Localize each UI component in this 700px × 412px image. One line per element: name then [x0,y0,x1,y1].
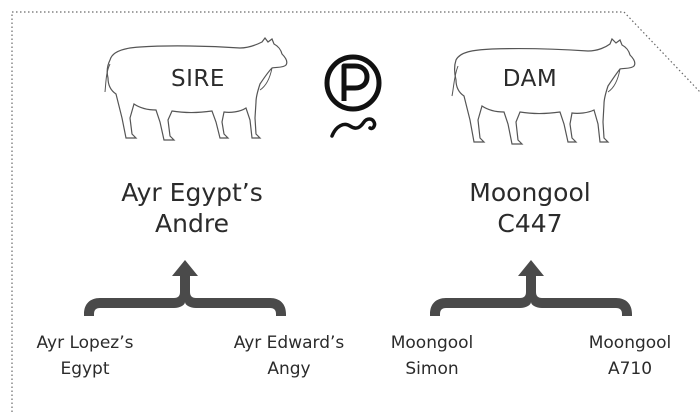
sire-parents-brace [84,260,286,316]
dam-name: Moongool C447 [430,177,630,239]
dam-name-line2: C447 [497,209,563,238]
dam-parent-2-line2: A710 [607,359,653,379]
sire-parent-2: Ayr Edward’s Angy [224,330,354,382]
dam-parent-1: Moongool Simon [372,330,492,382]
sire-parent-1-line1: Ayr Lopez’s [36,333,134,353]
sire-name: Ayr Egypt’s Andre [92,177,292,239]
dam-parents-brace [430,260,632,316]
dam-label: DAM [502,66,558,92]
sire-parent-1-line2: Egypt [60,359,110,379]
sire-name-line1: Ayr Egypt’s [121,178,263,207]
dam-parent-1-line2: Simon [405,359,459,379]
dam-parent-1-line1: Moongool [390,333,474,353]
sire-cow-icon [104,37,288,141]
sire-parent-2-line1: Ayr Edward’s [233,333,345,353]
dam-name-line1: Moongool [469,178,591,207]
sire-parent-2-line2: Angy [267,359,311,379]
sire-label: SIRE [171,66,225,92]
sire-name-line2: Andre [155,209,229,238]
dam-parent-2-line1: Moongool [588,333,672,353]
sire-parent-1: Ayr Lopez’s Egypt [20,330,150,382]
dam-parent-2: Moongool A710 [570,330,690,382]
dam-cow-icon [451,37,636,145]
polled-symbol-icon [324,54,382,138]
